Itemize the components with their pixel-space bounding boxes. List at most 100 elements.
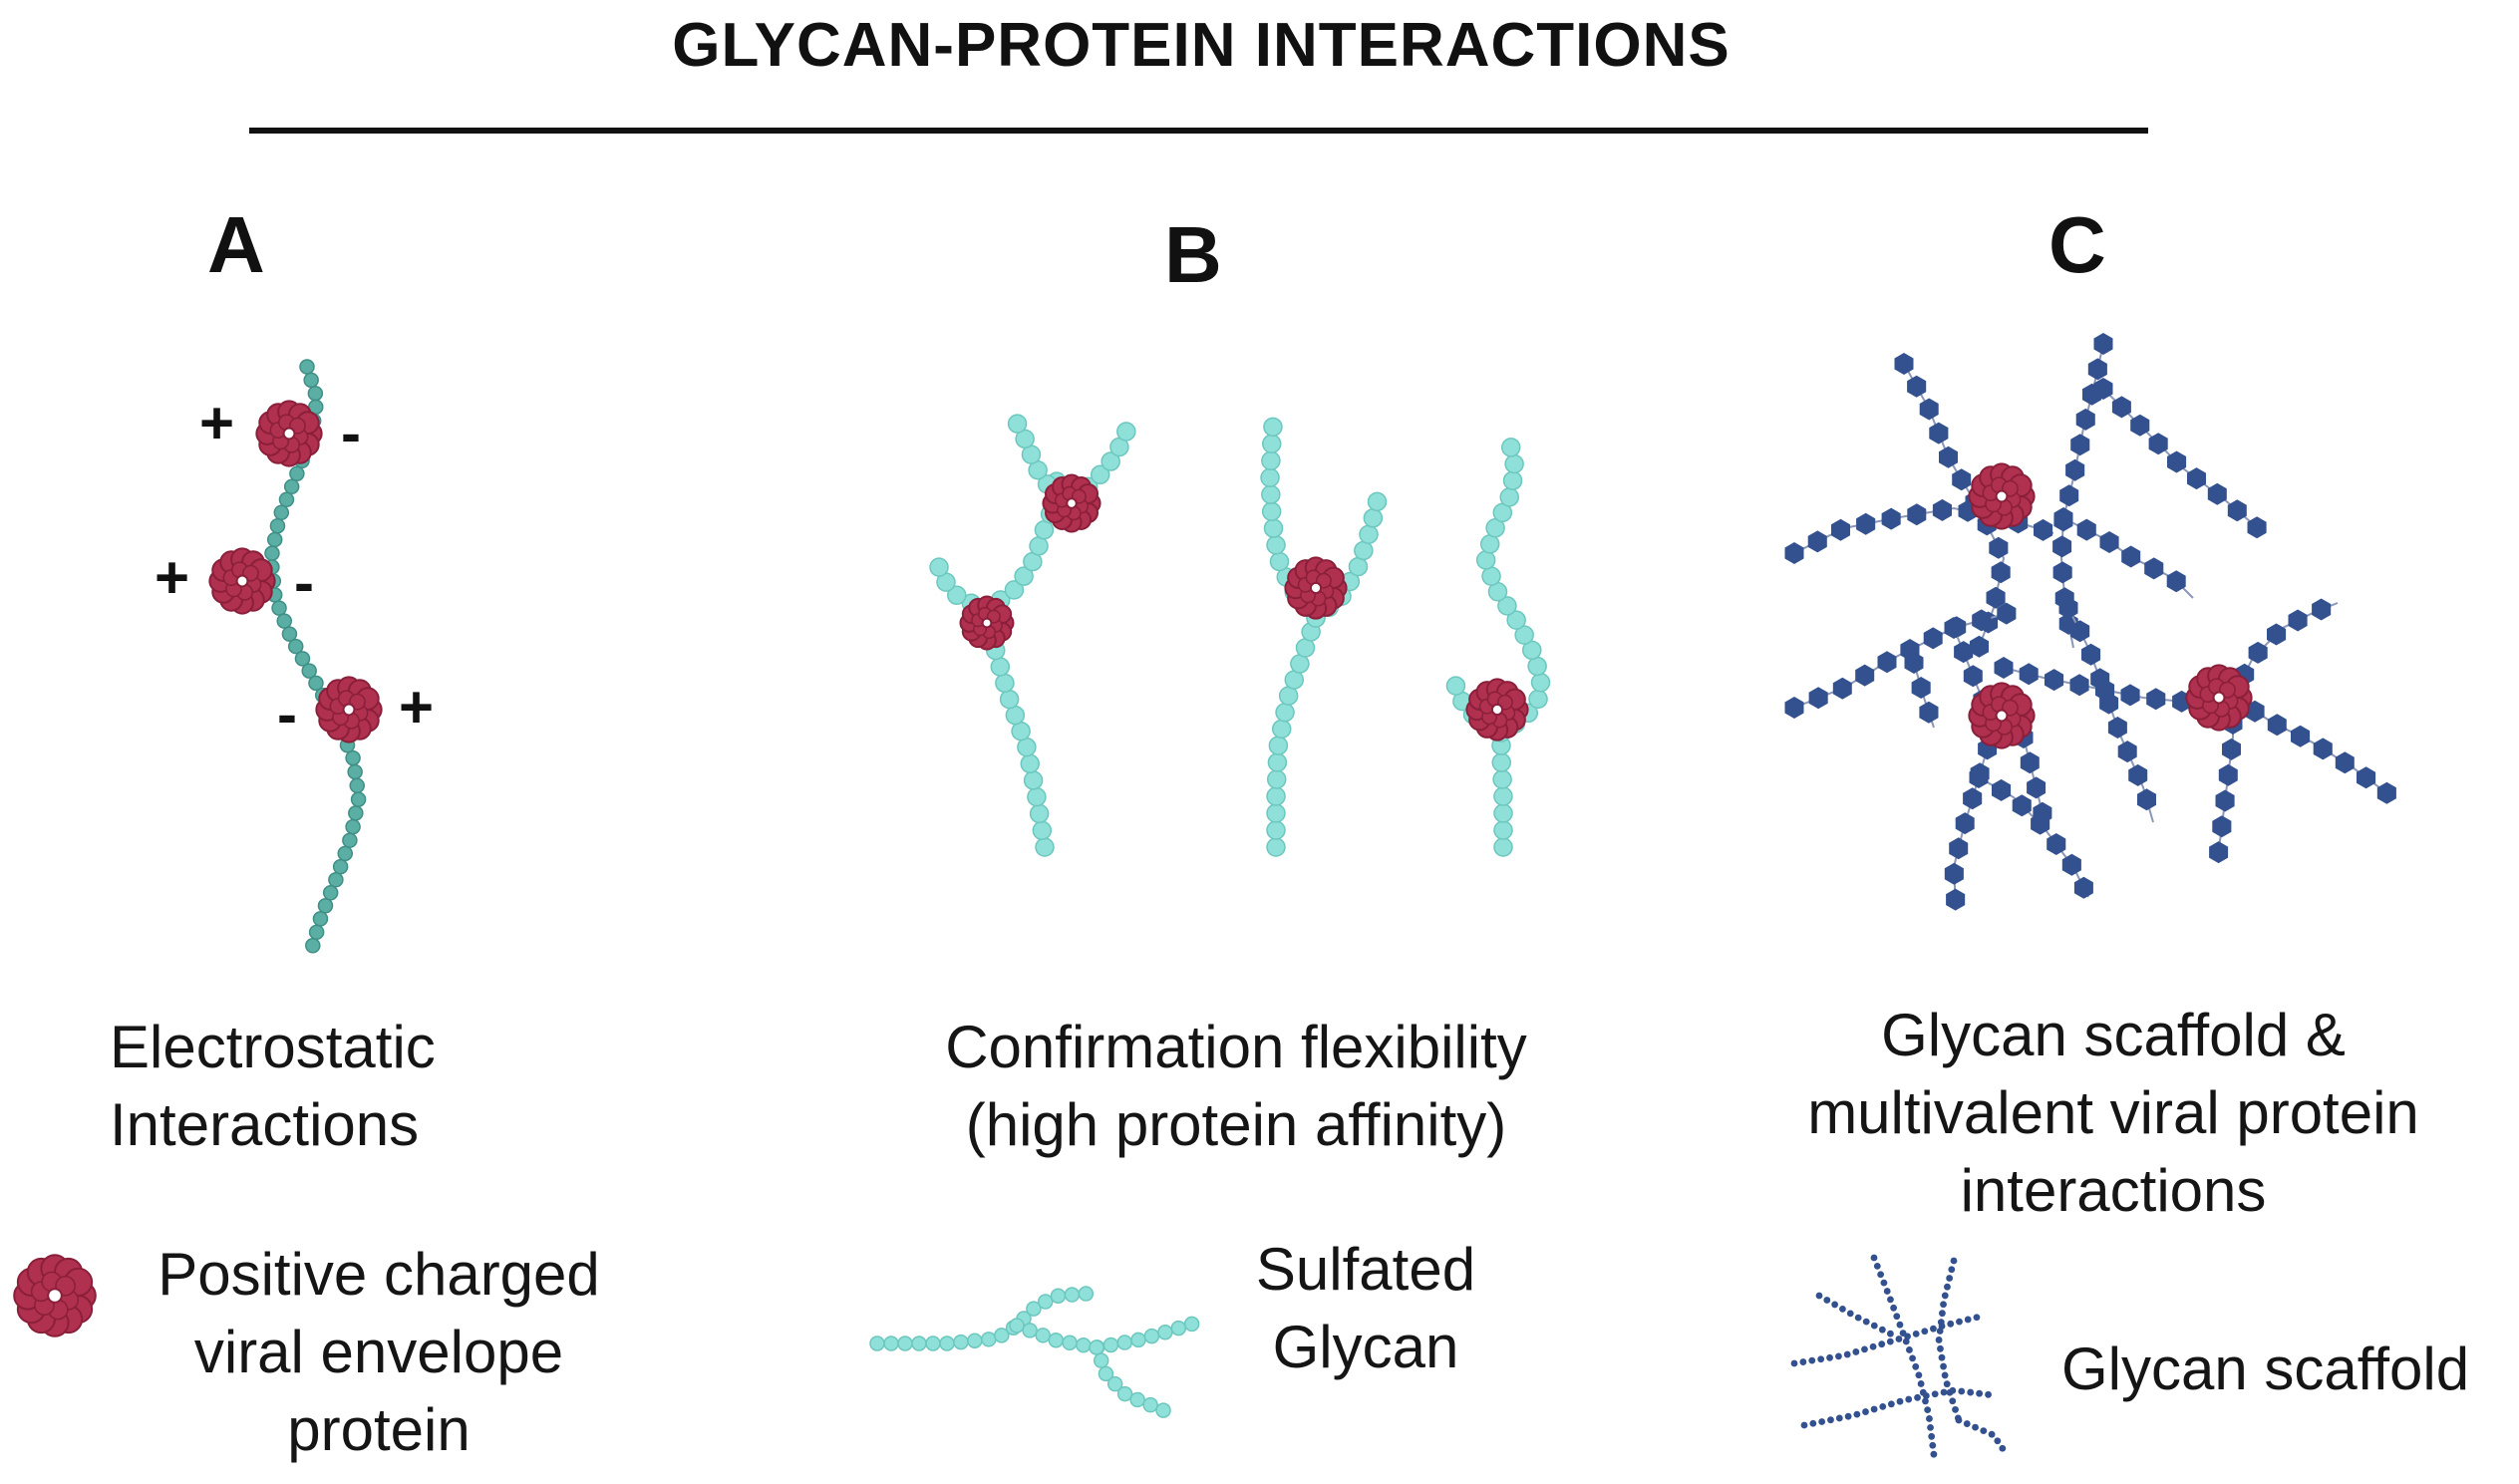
glycan-bead [348, 805, 364, 821]
scaffold-unit [2075, 408, 2095, 431]
scaffold-unit [2058, 597, 2078, 619]
glycan-bead [1914, 1393, 1921, 1401]
glycan-bead [1973, 1314, 1981, 1322]
glycan-bead [1278, 686, 1299, 706]
scaffold-unit [2245, 700, 2265, 723]
scaffold-unit [1856, 512, 1876, 535]
scaffold-unit [2052, 535, 2072, 558]
glycan-bead [1263, 518, 1284, 538]
glycan-bead [1937, 1319, 1945, 1327]
scaffold-unit [1832, 677, 1852, 700]
glycan-bead [278, 491, 295, 508]
glycan-bead [342, 832, 358, 848]
glycan-bead [883, 1336, 899, 1351]
glycan-bead [1493, 820, 1513, 840]
glycan-bead [1007, 414, 1028, 434]
glycan-bead [317, 898, 334, 914]
scaffold-unit [1946, 888, 1966, 911]
glycan-bead [1817, 1355, 1825, 1363]
glycan-bead [1972, 1423, 1979, 1431]
glycan-bead [1917, 1380, 1925, 1387]
glycan-bead [1260, 467, 1280, 487]
scaffold-unit [1784, 542, 1804, 564]
glycan-bead [345, 818, 361, 835]
glycan-bead [1839, 1305, 1846, 1313]
legend-glycan-label: Sulfated Glycan [1186, 1231, 1545, 1386]
glycan-bead [1130, 1332, 1146, 1348]
glycan-bead [1155, 1402, 1171, 1418]
glycan-bead [1902, 1337, 1910, 1345]
glycan-bead [1870, 1322, 1878, 1330]
glycan-bead [1878, 1326, 1886, 1334]
glycan-bead [967, 1333, 983, 1348]
glycan-bead [1445, 676, 1466, 696]
glycan-bead [308, 675, 324, 692]
scaffold-unit [2034, 518, 2053, 541]
glycan-bead [322, 885, 339, 901]
glycan-bead [283, 478, 300, 495]
glycan-bead [1170, 1320, 1187, 1336]
panel-c-caption: Glycan scaffold & multivalent viral prot… [1734, 997, 2492, 1230]
scaffold-unit [2313, 738, 2333, 760]
glycan-bead [1956, 1318, 1963, 1326]
glycan-bead [1267, 752, 1288, 772]
protein-icon [1042, 473, 1102, 533]
glycan-bead [1078, 1286, 1095, 1302]
glycan-bead [1921, 1328, 1929, 1336]
panel-c-letter: C [2048, 200, 2106, 289]
glycan-bead [1985, 1390, 1992, 1398]
glycan-bead [1261, 434, 1282, 454]
panel-a-letter: A [207, 200, 265, 289]
glycan-bead [1944, 1283, 1951, 1291]
scaffold-unit [2207, 482, 2227, 505]
scaffold-unit [2227, 499, 2247, 522]
scaffold-unit [1939, 445, 1958, 468]
legend-glycan-line1: Sulfated [1255, 1236, 1476, 1303]
scaffold-unit [1877, 651, 1897, 674]
glycan-bead [1143, 1328, 1160, 1344]
glycan-bead [1064, 1287, 1081, 1303]
glycan-bead [1038, 1294, 1054, 1310]
glycan-bead [1947, 1320, 1955, 1328]
scaffold-unit [1954, 641, 1974, 664]
glycan-bead [1950, 1257, 1958, 1265]
glycan-bead [1949, 1386, 1957, 1394]
glycan-bead [1116, 422, 1136, 442]
glycan-bead [1497, 596, 1517, 616]
glycan-bead [1937, 1344, 1944, 1352]
scaffold-unit [2312, 598, 2332, 621]
glycan-bead [1964, 1316, 1972, 1324]
glycan-bead [1952, 1405, 1959, 1413]
scaffold-unit [2033, 801, 2052, 824]
glycan-bead [1527, 656, 1547, 677]
glycan-bead [1988, 1430, 1996, 1438]
protein-group [13, 400, 2253, 1337]
glycan-bead [1890, 1304, 1898, 1312]
glycan-bead [1479, 534, 1500, 554]
scaffold-unit [2130, 414, 2150, 437]
glycan-bead [1295, 638, 1316, 658]
scaffold-unit [1972, 609, 1992, 632]
glycan-bead [1869, 1342, 1877, 1350]
glycan-bead [1963, 1420, 1971, 1427]
protein-icon [315, 676, 383, 743]
glycan-bead [337, 845, 354, 862]
glycan-bead [1027, 786, 1047, 807]
scaffold-unit [2095, 679, 2115, 702]
glycan-bead [1955, 1416, 1963, 1424]
glycan-bead [1835, 1414, 1843, 1422]
glycan-bead [1800, 1421, 1808, 1429]
glycan-bead [1936, 1328, 1944, 1335]
glycan-bead [1896, 1321, 1904, 1329]
legend-scaffold-label: Glycan scaffold [2061, 1336, 2470, 1402]
glycan-bead [1852, 1348, 1860, 1355]
glycan-bead [1035, 1328, 1051, 1343]
glycan-bead [1931, 1390, 1939, 1398]
glycan-bead [1862, 1318, 1870, 1326]
glycan-bead [1930, 1450, 1938, 1458]
scaffold-unit [2288, 609, 2308, 632]
glycan-bead [1946, 1275, 1954, 1282]
glycan-bead [1879, 1402, 1887, 1410]
protein-icon [959, 595, 1015, 651]
scaffold-unit [1932, 498, 1952, 521]
